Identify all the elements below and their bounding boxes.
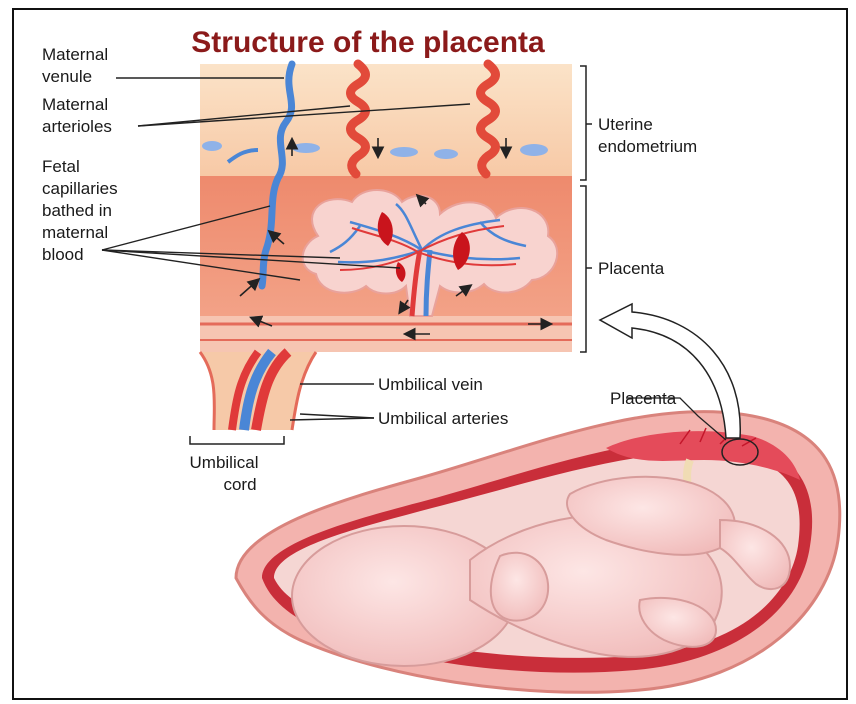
- blood-lake: [434, 149, 458, 159]
- label-umbilical-cord-2: cord: [223, 475, 256, 494]
- label-placenta-uterus: Placenta: [610, 389, 677, 408]
- label-umbilical-cord-1: Umbilical: [190, 453, 259, 472]
- label-fetal-capillaries-5: blood: [42, 245, 84, 264]
- label-maternal-arterioles-1: Maternal: [42, 95, 108, 114]
- label-placenta-section: Placenta: [598, 259, 665, 278]
- label-uterine-endometrium-1: Uterine: [598, 115, 653, 134]
- diagram-title: Structure of the placenta: [191, 26, 545, 59]
- label-maternal-arterioles-2: arterioles: [42, 117, 112, 136]
- blood-lake: [390, 147, 418, 157]
- label-fetal-capillaries-4: maternal: [42, 223, 108, 242]
- fetus-hand: [491, 553, 548, 621]
- label-umbilical-arteries: Umbilical arteries: [378, 409, 508, 428]
- label-maternal-venule-1: Maternal: [42, 45, 108, 64]
- blood-lake: [292, 143, 320, 153]
- label-uterine-endometrium-2: endometrium: [598, 137, 697, 156]
- umbilical-cord-section: [200, 352, 316, 430]
- blood-lake: [202, 141, 222, 151]
- label-maternal-venule-2: venule: [42, 67, 92, 86]
- label-fetal-capillaries-3: bathed in: [42, 201, 112, 220]
- blood-lake: [520, 144, 548, 156]
- label-fetal-capillaries-1: Fetal: [42, 157, 80, 176]
- chorionic-plate: [200, 316, 572, 352]
- label-umbilical-vein: Umbilical vein: [378, 375, 483, 394]
- uterus-illustration: [236, 412, 840, 693]
- label-fetal-capillaries-2: capillaries: [42, 179, 118, 198]
- endometrium-layer: [200, 64, 572, 176]
